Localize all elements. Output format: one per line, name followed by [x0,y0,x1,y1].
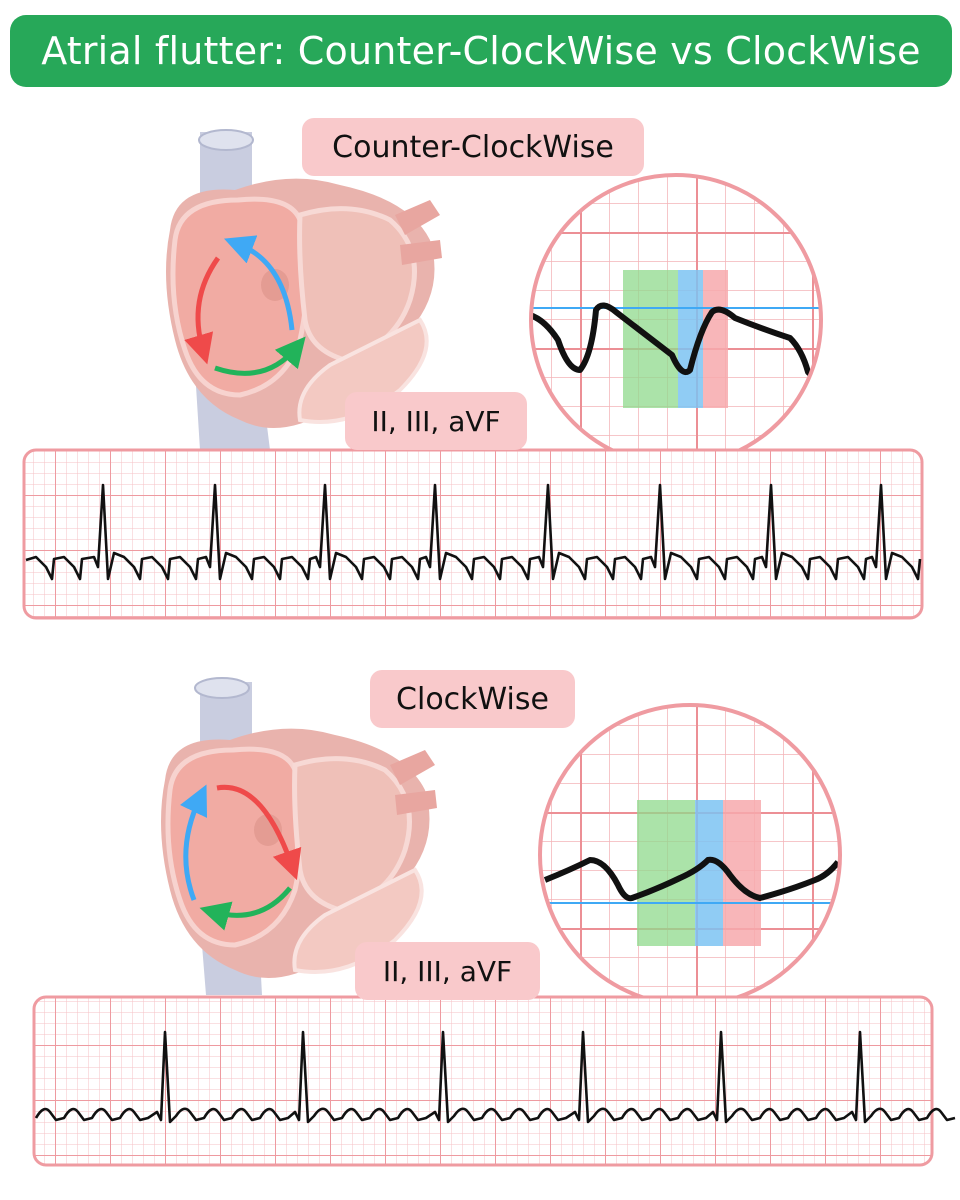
leads-text: II, III, aVF [371,404,501,438]
magnifier-circle-cw [538,703,842,1007]
label-counter-clockwise: Counter-ClockWise [302,118,644,176]
ecg-strip-ccw [22,448,924,620]
leads-label-ccw: II, III, aVF [345,392,527,450]
panel-label: ClockWise [396,681,549,717]
magnifier-circle-ccw [529,173,823,467]
circuit-arrow-blue [223,235,295,331]
page-title: Atrial flutter: Counter-ClockWise vs Clo… [41,29,921,73]
label-clockwise: ClockWise [370,670,575,728]
ecg-strip-cw [32,995,956,1167]
panel-label: Counter-ClockWise [332,129,614,165]
heart-illustration-cw [161,677,437,995]
title-banner: Atrial flutter: Counter-ClockWise vs Clo… [10,15,952,87]
leads-text: II, III, aVF [382,954,513,988]
leads-label-cw: II, III, aVF [355,942,540,1000]
circuit-arrow-red [216,784,302,881]
circuit-arrow-green [199,886,292,931]
circuit-arrow-red [184,256,221,365]
circuit-arrow-blue [179,784,208,901]
circuit-arrow-green [214,336,306,376]
heart-illustration-ccw [166,129,442,450]
